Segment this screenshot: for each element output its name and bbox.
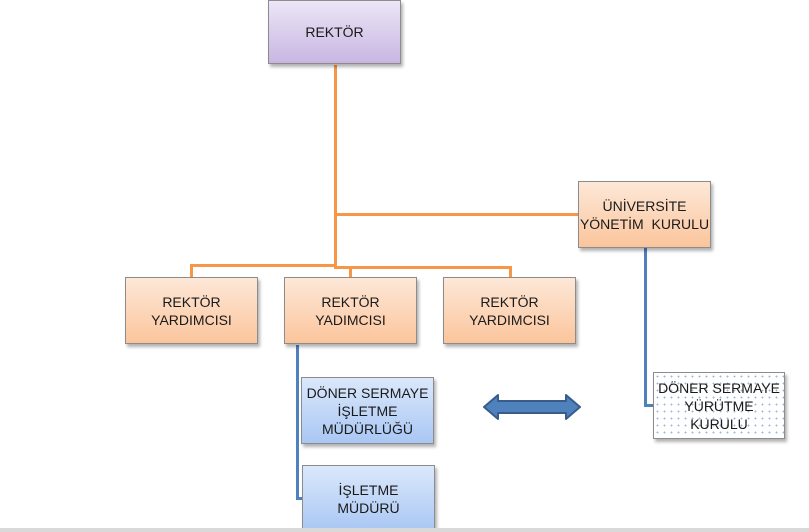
revolving-fund-directorate-label-line1: DÖNER SERMAYE	[306, 384, 429, 401]
revolving-fund-directorate-box[interactable]: DÖNER SERMAYE İŞLETME MÜDÜRLÜĞÜ	[301, 377, 434, 444]
vice-rector-3-label-line2: YARDIMCISI	[469, 311, 550, 328]
revolving-fund-executive-board-label-line3: KURULU	[690, 415, 748, 432]
connector-vice-rectors-bar-left	[190, 264, 337, 267]
connector-rector-trunk	[334, 65, 337, 265]
revolving-fund-executive-board-label-line2: YÜRÜTME	[684, 397, 754, 414]
university-board-label-line1: ÜNİVERSİTE	[602, 197, 687, 214]
vice-rector-1-label-line1: REKTÖR	[162, 293, 221, 310]
vice-rector-1-label-line2: YARDIMCISI	[151, 311, 232, 328]
bottom-border	[0, 528, 809, 532]
connector-vice-rectors-bar-right	[334, 266, 512, 269]
connector-university-board-trunk	[644, 247, 647, 407]
connector-vice-rector-3	[509, 266, 512, 278]
vice-rector-3-label-line1: REKTÖR	[480, 293, 539, 310]
revolving-fund-directorate-label-line2: İŞLETME	[337, 402, 398, 419]
revolving-fund-executive-board-label-line1: DÖNER SERMAYE	[658, 379, 780, 396]
connector-vice-rector-2	[349, 266, 352, 278]
revolving-fund-executive-board-box[interactable]: DÖNER SERMAYE YÜRÜTME KURULU	[653, 372, 785, 439]
business-manager-label-line2: MÜDÜRÜ	[337, 499, 400, 516]
connector-to-university-board	[334, 213, 579, 216]
vice-rector-3-box[interactable]: REKTÖR YARDIMCISI	[443, 277, 576, 344]
vice-rector-2-label-line1: REKTÖR	[321, 293, 380, 310]
connector-to-executive-board	[644, 404, 655, 407]
connector-vice-rector-2-trunk	[296, 345, 299, 500]
university-board-label-line2: YÖNETİM KURULU	[579, 215, 710, 232]
rector-box[interactable]: REKTÖR	[268, 0, 401, 64]
vice-rector-2-box[interactable]: REKTÖR YADIMCISI	[284, 277, 417, 344]
business-manager-box[interactable]: İŞLETME MÜDÜRÜ	[302, 465, 435, 532]
revolving-fund-directorate-label-line3: MÜDÜRLÜĞÜ	[322, 420, 413, 437]
connector-vice-rector-1	[190, 264, 193, 278]
university-board-box[interactable]: ÜNİVERSİTE YÖNETİM KURULU	[578, 181, 711, 248]
connector-to-business-manager	[296, 497, 304, 500]
business-manager-label-line1: İŞLETME	[338, 481, 399, 498]
vice-rector-1-box[interactable]: REKTÖR YARDIMCISI	[125, 277, 258, 344]
vice-rector-2-label-line2: YADIMCISI	[315, 311, 386, 328]
double-arrow-icon	[483, 394, 581, 420]
rector-label: REKTÖR	[305, 24, 364, 40]
